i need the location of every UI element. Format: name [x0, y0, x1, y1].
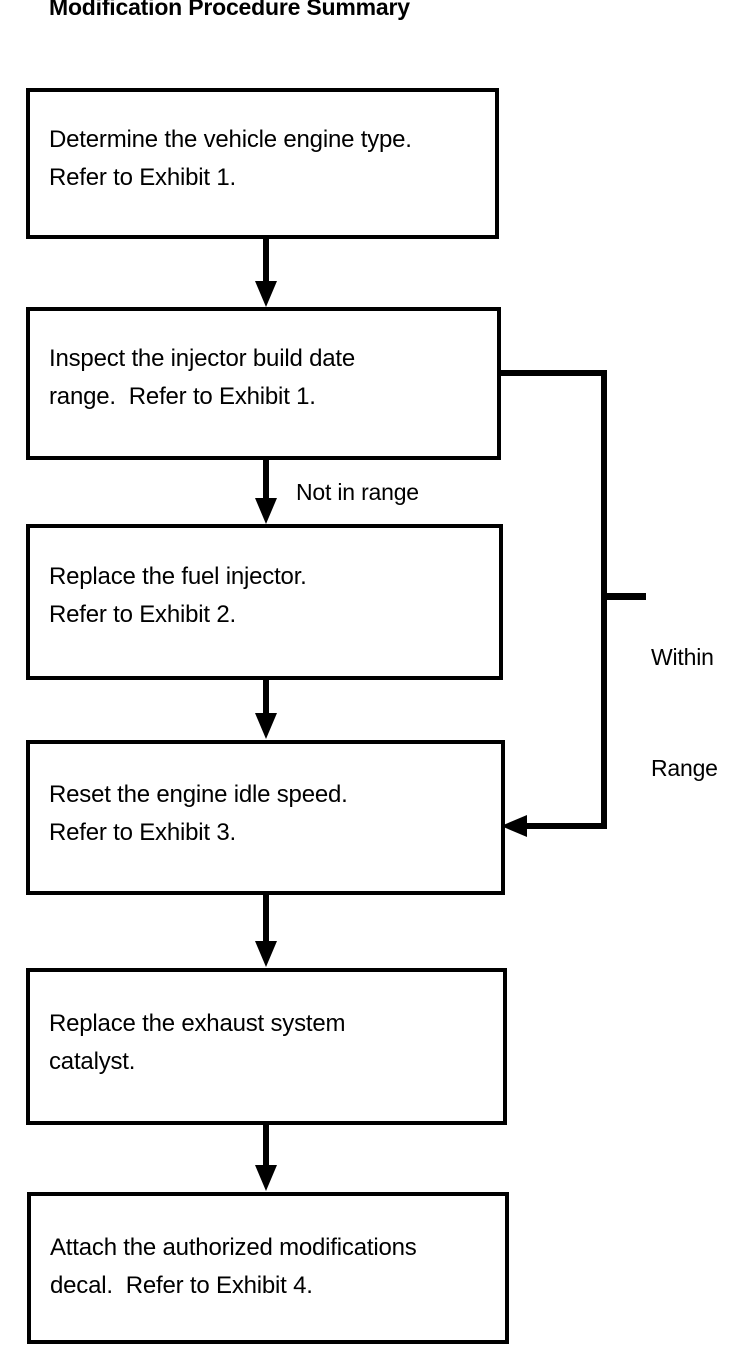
connector-step5-step6-arrowhead: [255, 1165, 277, 1191]
node-text-line-2: decal. Refer to Exhibit 4.: [50, 1272, 313, 1299]
connector-step1-step2-line: [263, 239, 269, 285]
flowchart-node-attach-modifications-decal[interactable]: Attach the authorized modifications deca…: [27, 1192, 509, 1344]
connector-step3-step4-arrowhead: [255, 713, 277, 739]
connector-step3-step4-line: [263, 680, 269, 716]
edge-label-within-range-line-2: Range: [651, 755, 718, 781]
flowchart-node-inspect-injector-build-date[interactable]: Inspect the injector build date range. R…: [26, 307, 501, 460]
flowchart-node-replace-exhaust-catalyst[interactable]: Replace the exhaust system catalyst.: [26, 968, 507, 1125]
node-text-line-1: Reset the engine idle speed.: [49, 781, 348, 808]
node-text-line-2: catalyst.: [49, 1048, 136, 1075]
flowchart-node-determine-engine-type[interactable]: Determine the vehicle engine type. Refer…: [26, 88, 499, 239]
connector-step2-step3-arrowhead: [255, 498, 277, 524]
bypass-bottom-horizontal-line: [524, 823, 607, 829]
connector-step5-step6-line: [263, 1125, 269, 1167]
bypass-vertical-line: [601, 370, 607, 829]
edge-label-not-in-range: Not in range: [296, 479, 419, 505]
node-text-line-2: Refer to Exhibit 3.: [49, 819, 236, 846]
connector-step1-step2-arrowhead: [255, 281, 277, 307]
edge-label-within-range-line-1: Within: [651, 644, 714, 670]
within-range-tick-mark: [606, 593, 646, 600]
node-text-line-1: Replace the fuel injector.: [49, 563, 307, 590]
node-text-line-1: Attach the authorized modifications: [50, 1234, 417, 1261]
node-text-line-1: Inspect the injector build date: [49, 345, 355, 372]
connector-step4-step5-line: [263, 895, 269, 941]
flowchart-node-replace-fuel-injector[interactable]: Replace the fuel injector. Refer to Exhi…: [26, 524, 503, 680]
connector-step2-step3-line: [263, 460, 269, 502]
bypass-top-horizontal-line: [497, 370, 607, 376]
page-title: Modification Procedure Summary: [49, 0, 410, 20]
node-text-line-2: range. Refer to Exhibit 1.: [49, 383, 316, 410]
flowchart-node-reset-engine-idle-speed[interactable]: Reset the engine idle speed. Refer to Ex…: [26, 740, 505, 895]
node-text-line-1: Determine the vehicle engine type.: [49, 126, 412, 153]
node-text-line-2: Refer to Exhibit 2.: [49, 601, 236, 628]
connector-step4-step5-arrowhead: [255, 941, 277, 967]
node-text-line-2: Refer to Exhibit 1.: [49, 164, 236, 191]
node-text-line-1: Replace the exhaust system: [49, 1010, 346, 1037]
edge-label-within-range: Within Range: [651, 565, 718, 861]
bypass-arrowhead-into-step4: [501, 815, 527, 837]
